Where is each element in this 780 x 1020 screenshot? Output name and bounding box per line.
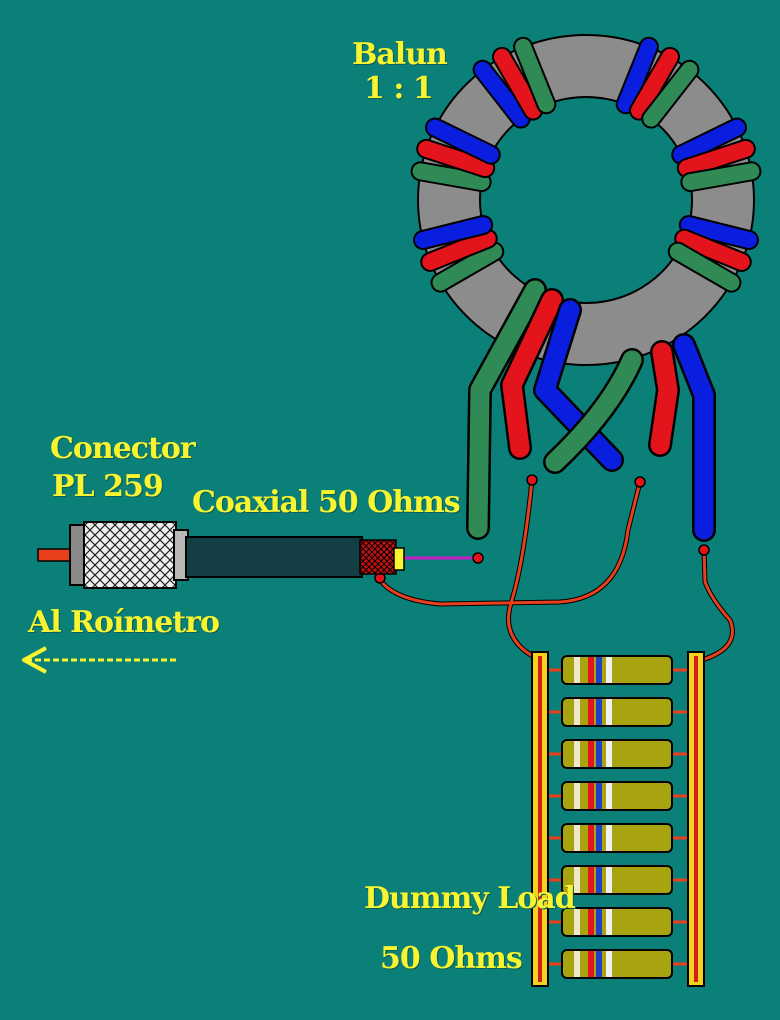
load-title: Dummy Load: [364, 881, 576, 916]
lead-wire: [674, 335, 714, 540]
resistor: [546, 907, 692, 937]
balun-leads: [466, 278, 716, 542]
resistor: [546, 655, 692, 685]
balun-ratio: 1 : 1: [364, 71, 434, 106]
connector-title: Conector: [50, 431, 196, 466]
winding-turn: [641, 59, 700, 129]
connector-model: PL 259: [52, 469, 164, 504]
balun-title: Balun: [352, 37, 448, 72]
pl259-connector-icon: [37, 521, 189, 589]
bus-bars: [531, 651, 705, 987]
dummy-load-resistors: [546, 655, 692, 979]
winding-turn: [492, 46, 543, 121]
coax-cable: [185, 536, 405, 578]
load-value: 50 Ohms: [380, 941, 523, 976]
dashed-left-arrow-icon: [22, 646, 176, 674]
lead-wire: [545, 350, 642, 472]
solder-joints: [374, 474, 710, 584]
toroid-core-icon: [416, 34, 756, 366]
winding-turn: [629, 46, 680, 121]
resistor: [546, 739, 692, 769]
resistor: [546, 697, 692, 727]
winding-turn: [615, 36, 659, 115]
resistor: [546, 949, 692, 979]
winding-turn: [425, 117, 501, 165]
meter-label: Al Roímetro: [28, 605, 220, 640]
winding-turn: [413, 215, 494, 250]
balun-windings: [410, 36, 762, 293]
wiring-copper: [376, 478, 734, 664]
resistor: [546, 823, 692, 853]
coax-label: Coaxial 50 Ohms: [192, 485, 461, 520]
winding-turn: [513, 36, 557, 115]
lead-wire: [468, 280, 545, 538]
lead-wire: [650, 342, 678, 455]
lead-wire: [502, 290, 562, 458]
winding-turn: [680, 161, 762, 193]
winding-turn: [472, 59, 531, 129]
resistor: [546, 781, 692, 811]
winding-turn: [667, 241, 742, 293]
resistor: [546, 865, 692, 895]
